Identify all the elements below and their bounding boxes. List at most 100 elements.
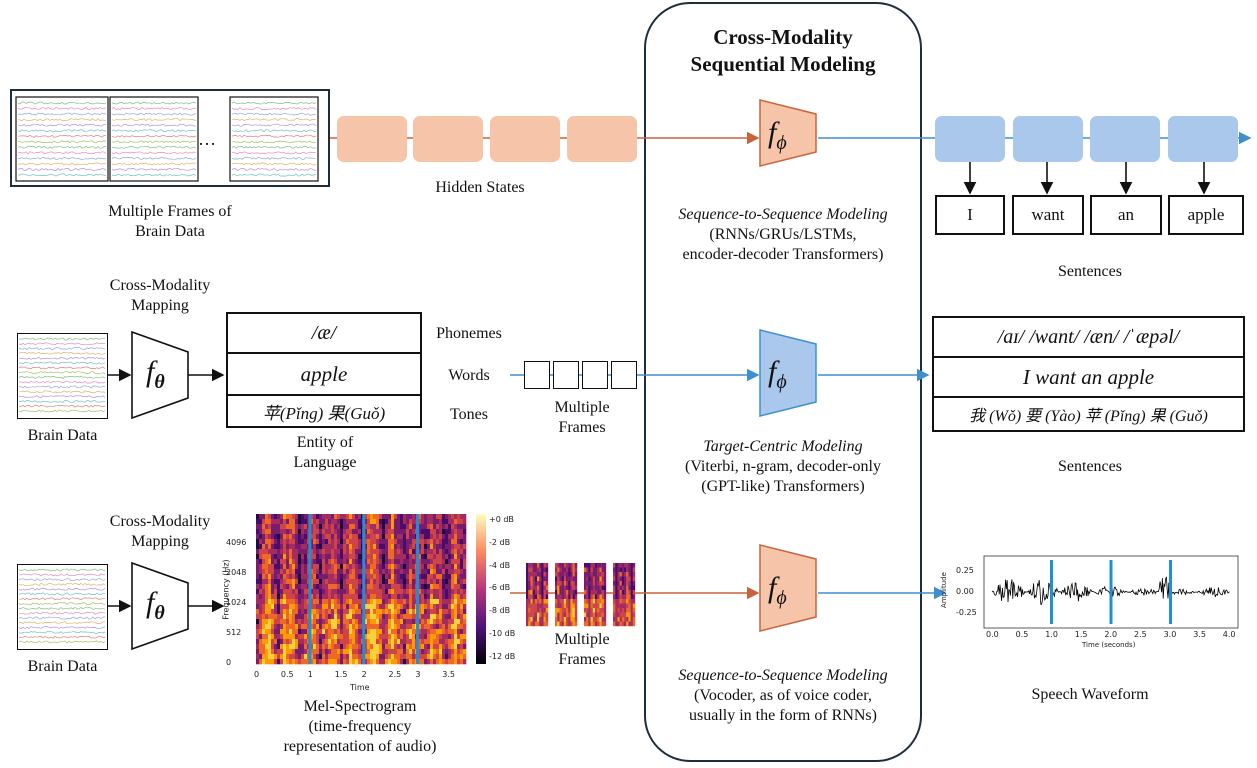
- brain-data-thumb-2: [17, 333, 108, 419]
- axis-tick-label: 1.0: [1045, 630, 1058, 639]
- mini-frame: [613, 563, 636, 627]
- sentence-phoneme-box: /aɪ/ /want/ /æn/ /ˈæpəl/: [932, 316, 1245, 358]
- mini-spectrogram-frames: [526, 563, 636, 627]
- word-box-1: I: [935, 195, 1005, 235]
- axis-tick-label: -12 dB: [489, 651, 516, 661]
- axis-tick-label: 2.5: [1134, 630, 1147, 639]
- sentence-word-box: I want an apple: [932, 356, 1245, 398]
- output-state-3: [1090, 116, 1160, 162]
- brain-frame-thumb: [229, 96, 319, 182]
- brain-frames-container: …: [10, 89, 330, 187]
- axis-tick-label: 0.00: [956, 587, 974, 596]
- mapping-label-3: Cross-Modality Mapping: [109, 513, 211, 550]
- mini-frame: [584, 563, 607, 627]
- brain-frame-thumb: [109, 96, 199, 182]
- token-frame-1: [524, 361, 550, 389]
- hidden-state-1: [337, 116, 407, 162]
- hidden-state-2: [413, 116, 483, 162]
- f-phi-block-3: [759, 544, 817, 632]
- axis-tick-label: 0: [254, 670, 260, 679]
- axis-tick-label: 0.5: [1015, 630, 1029, 639]
- tier-phonemes: Phonemes: [436, 325, 502, 342]
- axis-tick-label: 3.0: [1163, 630, 1177, 639]
- axis-tick-label: 512: [226, 628, 242, 637]
- hidden-state-4: [567, 116, 637, 162]
- output-state-4: [1168, 116, 1238, 162]
- multiple-frames-label-2: Multiple Frames: [554, 399, 610, 436]
- axis-tick-label: 0.5: [280, 670, 294, 679]
- axis-tick-label: 2: [361, 670, 367, 679]
- mini-frame: [555, 563, 578, 627]
- token-frame-2: [553, 361, 579, 389]
- tier-tones: Tones: [450, 406, 488, 423]
- axis-tick-label: -0.25: [956, 608, 977, 617]
- axis-tick-label: 1.5: [1074, 630, 1088, 639]
- axis-tick-label: +0 dB: [489, 515, 514, 524]
- center-row2-desc: Target-Centric Modeling (Viterbi, n-gram…: [685, 438, 881, 495]
- axis-tick-label: -2 dB: [489, 537, 511, 547]
- f-phi-block-1: [759, 99, 817, 167]
- word-box-3: an: [1090, 195, 1162, 235]
- f-phi-label-1: fϕ: [768, 116, 787, 154]
- hidden-states-label: Hidden States: [435, 179, 525, 196]
- speech-waveform: [983, 555, 1239, 629]
- wave-ylabel: Amplitude: [939, 572, 948, 608]
- tier-words: Words: [448, 367, 490, 384]
- tones-box: 苹(Pǐng) 果(Guǒ): [226, 394, 422, 428]
- center-row1-desc: Sequence-to-Sequence Modeling (RNNs/GRUs…: [678, 206, 888, 263]
- axis-tick-label: 4.0: [1222, 630, 1236, 639]
- axis-tick-label: 1: [307, 670, 313, 679]
- brain-frames-svg: [15, 96, 319, 182]
- axis-tick-label: 0.0: [986, 630, 999, 639]
- output-state-1: [935, 116, 1005, 162]
- word-box-2: want: [1012, 195, 1084, 235]
- axis-tick-label: 0.25: [956, 566, 974, 575]
- axis-tick-label: 3.5: [1193, 630, 1206, 639]
- f-theta-block-3: [131, 561, 189, 651]
- sentences-label-2: Sentences: [1058, 458, 1122, 475]
- mel-spectrogram: [256, 514, 467, 665]
- f-theta-block-2: [131, 330, 189, 420]
- eeg-traces-2: [18, 337, 106, 413]
- mel-ylabel: Frequency (Hz): [221, 559, 231, 620]
- wave-xlabel: Time (seconds): [1082, 641, 1136, 649]
- axis-tick-label: -6 dB: [489, 583, 511, 593]
- f-theta-label-3: fθ: [146, 586, 165, 624]
- panel-title: Cross-Modality Sequential Modeling: [646, 24, 920, 78]
- frames-ellipsis: …: [198, 129, 216, 149]
- axis-tick-label: 2048: [226, 568, 247, 577]
- axis-tick-label: 3: [415, 670, 421, 679]
- axis-tick-label: 0: [226, 658, 232, 667]
- word-box: apple: [226, 352, 422, 396]
- panel-title-line1: Cross-Modality: [713, 25, 853, 49]
- wave-label: Speech Waveform: [1031, 686, 1149, 703]
- panel-title-line2: Sequential Modeling: [690, 52, 876, 76]
- axis-tick-label: 4096: [226, 538, 247, 547]
- brain-frame-thumb: [15, 96, 109, 182]
- f-phi-label-3: fϕ: [768, 571, 787, 609]
- entity-label: Entity of Language: [293, 434, 357, 471]
- token-frame-4: [611, 361, 637, 389]
- phoneme-box: /æ/: [226, 312, 422, 354]
- word-box-4: apple: [1168, 195, 1244, 235]
- sentences-label-1: Sentences: [1058, 263, 1122, 280]
- output-state-2: [1013, 116, 1083, 162]
- mel-colorbar: [476, 514, 486, 664]
- brain-label-2: Brain Data: [27, 427, 98, 444]
- token-frame-3: [582, 361, 608, 389]
- axis-tick-label: 1.5: [334, 670, 348, 679]
- center-panel: Cross-Modality Sequential Modeling: [644, 2, 922, 762]
- axis-tick-label: -10 dB: [489, 629, 516, 638]
- brain-data-thumb-3: [17, 564, 108, 650]
- frames-label: Multiple Frames of Brain Data: [108, 203, 232, 240]
- axis-tick-label: 2.0: [1104, 630, 1118, 639]
- f-theta-label-2: fθ: [146, 355, 165, 393]
- mapping-label-2: Cross-Modality Mapping: [109, 277, 211, 314]
- sentence-tones-box: 我 (Wǒ) 要 (Yào) 苹 (Pǐng) 果 (Guǒ): [932, 396, 1245, 432]
- axis-tick-label: -8 dB: [489, 606, 511, 616]
- multiple-frames-label-3: Multiple Frames: [554, 631, 610, 668]
- mel-label: Mel-Spectrogram (time-frequency represen…: [283, 698, 437, 755]
- axis-tick-label: -4 dB: [489, 560, 511, 570]
- f-phi-label-2: fϕ: [768, 355, 787, 393]
- brain-label-3: Brain Data: [27, 658, 98, 675]
